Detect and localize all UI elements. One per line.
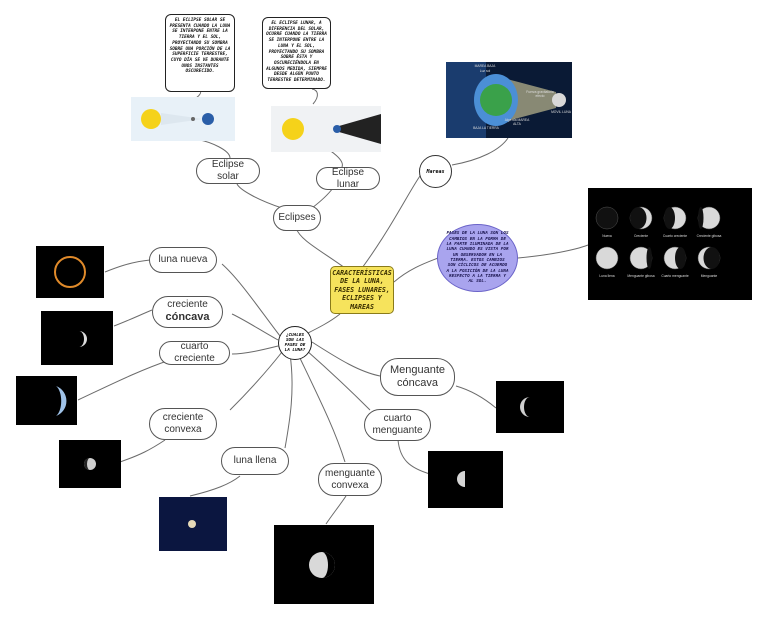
grid-label-6: Cuarto menguante	[661, 274, 689, 278]
image-menguante-concava	[496, 381, 564, 433]
moon-icon	[552, 93, 566, 107]
node-cuarto-menguante[interactable]: cuarto menguante	[364, 409, 431, 441]
eclipse-ring-icon	[54, 256, 86, 288]
tide-label-bottom-left: BAJA LA TIERRA	[473, 126, 499, 130]
earth-icon	[333, 125, 341, 133]
node-eclipse-solar[interactable]: Eclipse solar	[196, 158, 260, 184]
note-lunar-eclipse: El eclipse lunar, a diferencia del solar…	[262, 17, 331, 89]
lunar-eclipse-image	[271, 106, 381, 152]
grid-moon-shadow-1	[630, 207, 647, 229]
grid-label-1: Creciente	[633, 234, 649, 238]
moon-crescent-icon	[520, 397, 530, 417]
moon-icon	[191, 117, 195, 121]
tide-label-bottom-mid: Alga ola MAREA ALTA	[504, 118, 530, 126]
node-creciente-concava[interactable]: creciente cóncava	[152, 296, 223, 328]
menguante-concava-line2: cóncava	[397, 377, 438, 389]
node-question[interactable]: ¿Cuales son las fases de la luna?	[278, 326, 312, 360]
node-mareas[interactable]: Mareas	[419, 155, 452, 188]
creciente-convexa-line2: convexa	[164, 424, 202, 435]
moon-crescent-icon	[56, 386, 67, 416]
grid-moon-shadow-7	[703, 247, 720, 269]
note-solar-eclipse: El eclipse solar se presenta cuando la l…	[165, 14, 235, 92]
creciente-concava-line2: cóncava	[165, 311, 210, 324]
cuarto-menguante-line1: cuarto	[383, 413, 412, 424]
node-luna-nueva[interactable]: luna nueva	[149, 247, 217, 273]
grid-label-0: Nueva	[602, 234, 612, 238]
grid-moon-4	[595, 246, 619, 270]
mareas-label: Mareas	[426, 168, 445, 175]
grid-label-4: Luna llena	[599, 274, 615, 278]
grid-moon-shadow-2	[664, 207, 675, 229]
image-menguante-convexa	[274, 525, 374, 604]
tide-label-force: Fuerza gravitatoria efecto	[526, 90, 554, 98]
grid-label-2: Cuarto creciente	[662, 234, 688, 238]
grid-label-3: Creciente gibosa	[696, 234, 722, 238]
sun-icon	[282, 118, 304, 140]
node-fases-description[interactable]: Fases de la luna son los cambios en la f…	[437, 224, 518, 292]
moon-phases-grid-image: Nueva Creciente Cuarto creciente Crecien…	[588, 188, 752, 300]
creciente-convexa-line1: creciente	[162, 412, 204, 423]
cuarto-menguante-line2: menguante	[372, 425, 423, 436]
tide-label-moon: MOVIL LUNA	[551, 110, 571, 114]
grid-moon-shadow-6	[675, 247, 686, 269]
image-creciente-concava	[41, 311, 113, 365]
creciente-concava-line1: creciente	[167, 299, 208, 311]
image-cuarto-menguante	[428, 451, 503, 508]
grid-label-5: Menguante gibosa	[627, 274, 655, 278]
image-luna-llena	[159, 497, 227, 551]
menguante-concava-line1: Menguante	[389, 363, 446, 376]
moon-full-icon	[188, 520, 196, 528]
tide-label-top2: Luz sol	[479, 69, 491, 73]
grid-label-7: Menguante	[700, 274, 718, 278]
earth-icon	[480, 84, 512, 116]
image-creciente-convexa	[59, 440, 121, 488]
solar-eclipse-image	[131, 97, 235, 141]
node-creciente-convexa[interactable]: creciente convexa	[149, 408, 217, 440]
image-luna-nueva	[36, 246, 104, 298]
central-topic-text: Características de la luna, fases lunare…	[332, 268, 392, 311]
grid-moon-shadow-5	[646, 247, 652, 269]
central-topic[interactable]: Características de la luna, fases lunare…	[330, 266, 394, 314]
menguante-convexa-line1: menguante	[324, 467, 376, 479]
sun-icon	[141, 109, 161, 129]
earth-icon	[202, 113, 214, 125]
node-luna-llena[interactable]: luna llena	[221, 447, 289, 475]
tides-image: MAREA BAJA Luz sol Fuerza gravitatoria e…	[446, 62, 572, 138]
moon-crescent-icon	[79, 331, 87, 347]
menguante-convexa-line2: convexa	[331, 479, 369, 491]
grid-moon-shadow-3	[698, 207, 704, 229]
question-text: ¿Cuales son las fases de la luna?	[284, 332, 306, 354]
grid-moon-0	[595, 206, 619, 230]
node-cuarto-creciente[interactable]: cuarto creciente	[159, 341, 230, 365]
node-eclipse-lunar[interactable]: Eclipse lunar	[316, 167, 380, 190]
node-menguante-convexa[interactable]: menguante convexa	[318, 463, 382, 496]
fases-description-text: Fases de la luna son los cambios en la f…	[446, 231, 509, 285]
image-cuarto-creciente	[16, 376, 77, 425]
node-eclipses[interactable]: Eclipses	[273, 205, 321, 231]
node-menguante-concava[interactable]: Menguante cóncava	[380, 358, 455, 396]
tide-label-top: MAREA BAJA	[474, 64, 496, 68]
